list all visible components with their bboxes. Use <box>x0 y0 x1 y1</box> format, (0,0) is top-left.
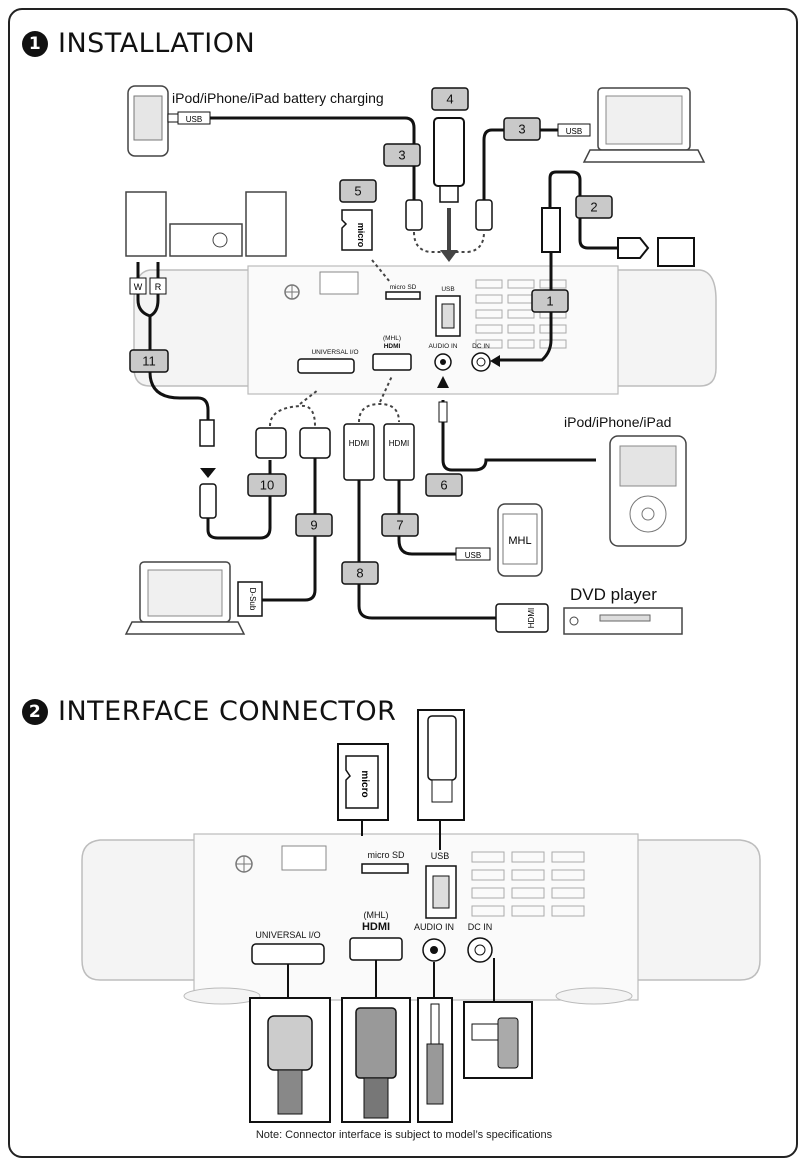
port-label-mhl: (MHL) <box>364 910 389 920</box>
port-label-micro-sd: micro SD <box>390 284 417 291</box>
step-5: 5 <box>354 184 361 199</box>
hdmi-plug-label: HDMI <box>349 439 369 448</box>
port-label-audio-in: AUDIO IN <box>429 343 458 350</box>
laptop-bottom: D-Sub <box>124 561 263 635</box>
step-badges: 1 2 3 3 4 5 6 7 8 9 10 11 <box>129 87 613 585</box>
projector-rear-view: micro SD USB UNIVERSAL I/O (MHL) HDMI AU… <box>133 265 717 395</box>
stereo-speakers <box>125 191 287 257</box>
hdmi-plug <box>341 997 411 1123</box>
interface-heading: 2 INTERFACE CONNECTOR <box>22 696 396 727</box>
step-6: 6 <box>440 478 447 493</box>
micro-sd-card: micro <box>337 743 389 821</box>
laptop-top: USB <box>557 87 706 163</box>
step-7: 7 <box>396 518 403 533</box>
usb-flash-drive <box>417 709 465 821</box>
port-label-hdmi: HDMI <box>384 343 401 350</box>
audio-plug <box>417 997 453 1123</box>
section-number-2: 2 <box>22 698 48 725</box>
usb-connector-label: USB <box>186 115 202 124</box>
usb-connector-label: USB <box>566 127 582 136</box>
interface-connector-diagram: micro micro SD USB UNIVERSAL I/O (MHL) H… <box>81 709 761 1123</box>
micro-sd-card: micro <box>341 209 373 251</box>
dc-plug <box>463 1001 533 1079</box>
interface-title: INTERFACE CONNECTOR <box>58 696 397 727</box>
installation-title: INSTALLATION <box>58 28 256 59</box>
step-3a: 3 <box>398 148 405 163</box>
port-label-usb: USB <box>431 851 450 861</box>
port-label-universal-io: UNIVERSAL I/O <box>311 349 358 356</box>
usb-connector-label: USB <box>465 551 481 560</box>
step-11: 11 <box>142 354 156 369</box>
ipod-player-label: iPod/iPhone/iPad <box>564 414 672 430</box>
dvd-player-device <box>563 607 683 635</box>
step-1: 1 <box>546 294 553 309</box>
port-label-dc-in: DC IN <box>472 343 490 350</box>
step-10: 10 <box>260 478 274 493</box>
port-label-dc-in: DC IN <box>468 922 493 932</box>
mhl-phone <box>497 503 543 577</box>
installation-diagram: micro SD USB UNIVERSAL I/O (MHL) HDMI AU… <box>124 85 717 635</box>
usb-flash-drive <box>433 117 465 203</box>
ipod-charging-label: iPod/iPhone/iPad battery charging <box>172 90 384 106</box>
port-label-mhl: (MHL) <box>383 335 401 342</box>
universal-io-plug <box>249 997 331 1123</box>
port-label-audio-in: AUDIO IN <box>414 922 454 932</box>
port-label-hdmi: HDMI <box>362 921 390 933</box>
svg-text:micro: micro <box>356 223 366 248</box>
step-4: 4 <box>446 92 453 107</box>
step-8: 8 <box>356 566 363 581</box>
dsub-connector-label: D-Sub <box>248 588 257 611</box>
section-number-1: 1 <box>22 30 48 57</box>
hdmi-plug-label: HDMI <box>389 439 409 448</box>
red-plug-label: R <box>155 282 162 292</box>
port-label-usb: USB <box>441 286 454 293</box>
white-plug-label: W <box>134 282 143 292</box>
footnote: Note: Connector interface is subject to … <box>255 1129 553 1141</box>
step-9: 9 <box>310 518 317 533</box>
step-3b: 3 <box>518 122 525 137</box>
phone-device: USB <box>127 85 211 157</box>
installation-heading: 1 INSTALLATION <box>22 28 255 59</box>
wall-outlet <box>657 237 695 267</box>
ipod-device <box>609 435 687 547</box>
dvd-player-label: DVD player <box>570 585 657 604</box>
port-label-micro-sd: micro SD <box>367 850 405 860</box>
mhl-device-label: MHL <box>508 535 531 547</box>
svg-text:micro: micro <box>359 770 370 797</box>
hdmi-plug-label: HDMI <box>527 608 536 628</box>
step-2: 2 <box>590 200 597 215</box>
port-label-universal-io: UNIVERSAL I/O <box>255 930 320 940</box>
page-frame <box>8 8 798 1158</box>
